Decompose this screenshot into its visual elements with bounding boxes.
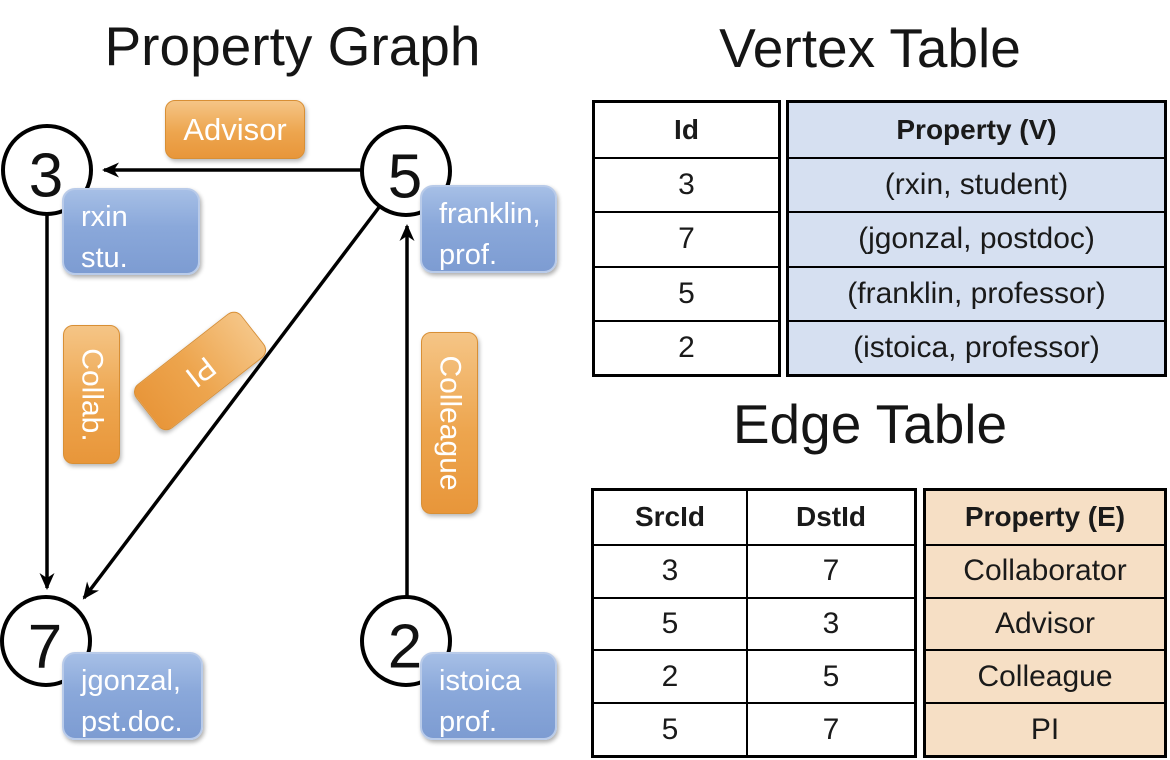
edge-table-src-dst-columns: SrcId DstId 3 7 5 3 2 5 5 7 <box>591 488 917 758</box>
node-id-5: 5 <box>388 143 422 212</box>
node-property-box-5: franklin, prof. <box>420 185 557 273</box>
node-property-line: stu. <box>81 241 128 274</box>
node-property-line: pst.doc. <box>81 705 183 738</box>
node-id-2: 2 <box>388 613 422 682</box>
edge-table-property-cell: Advisor <box>926 596 1164 650</box>
vertex-table-id-cell: 2 <box>595 319 778 374</box>
edge-label-pi-text: PI <box>178 349 222 394</box>
vertex-table-property-cell: (istoica, professor) <box>789 319 1164 374</box>
edge-label-colleague-text: Colleague <box>433 355 467 491</box>
edge-table-src-cell: 3 <box>594 543 746 597</box>
vertex-table-id-cell: 5 <box>595 265 778 320</box>
vertex-table-property-cell: (rxin, student) <box>789 157 1164 211</box>
edge-table-property-cell: PI <box>926 702 1164 755</box>
node-property-box-7: jgonzal, pst.doc. <box>62 652 203 740</box>
node-id-7: 7 <box>28 613 62 682</box>
vertex-table-header-property: Property (V) <box>896 114 1057 146</box>
vertex-table-id-cell: 7 <box>595 211 778 265</box>
node-property-line: jgonzal, <box>81 665 181 697</box>
node-property-line: rxin <box>81 201 128 233</box>
vertex-table-header-id: Id <box>674 114 699 146</box>
node-property-line: prof. <box>439 705 498 738</box>
vertex-table-id-cell: 3 <box>595 157 778 211</box>
edge-label-colleague: Colleague <box>421 332 478 514</box>
node-property-line: prof. <box>439 238 498 271</box>
vertex-table-property-column: Property (V) (rxin, student) (jgonzal, p… <box>786 100 1167 377</box>
edge-table-src-cell: 2 <box>594 649 746 702</box>
vertex-table-property-cell: (franklin, professor) <box>789 265 1164 320</box>
edge-table-property-column: Property (E) Collaborator Advisor Collea… <box>923 488 1167 758</box>
vertex-table-property-cell: (jgonzal, postdoc) <box>789 211 1164 265</box>
edge-5-to-7-pi <box>82 204 382 600</box>
edge-table-src-cell: 5 <box>594 702 746 755</box>
edge-label-collab-text: Collab. <box>75 347 109 442</box>
node-property-box-2: istoica prof. <box>420 652 557 740</box>
edge-table-property-cell: Collaborator <box>926 543 1164 597</box>
edge-label-collab: Collab. <box>63 325 120 464</box>
node-property-line: franklin, <box>439 198 541 230</box>
edge-table-header-property: Property (E) <box>964 501 1126 533</box>
property-graph-title: Property Graph <box>104 15 481 77</box>
node-property-box-3: rxin stu. <box>62 188 200 275</box>
edge-table-header-srcid: SrcId <box>634 501 706 533</box>
edge-table-header-dstid: DstId <box>746 491 914 544</box>
edge-table-dst-cell: 7 <box>746 543 914 597</box>
edge-table-dst-cell: 7 <box>746 702 914 755</box>
node-property-line: istoica <box>439 665 522 697</box>
edge-table-src-cell: 5 <box>594 596 746 650</box>
node-id-3: 3 <box>29 142 63 211</box>
edge-table-dst-cell: 5 <box>746 649 914 703</box>
edge-table-dst-cell: 3 <box>746 596 914 650</box>
vertex-table-title: Vertex Table <box>719 17 1021 79</box>
edge-label-advisor-text: Advisor <box>183 111 287 147</box>
vertex-table-id-column: Id 3 7 5 2 <box>592 100 781 377</box>
edge-table-property-cell: Colleague <box>926 649 1164 702</box>
edge-table-title: Edge Table <box>732 393 1008 455</box>
edge-label-advisor: Advisor <box>165 100 305 159</box>
